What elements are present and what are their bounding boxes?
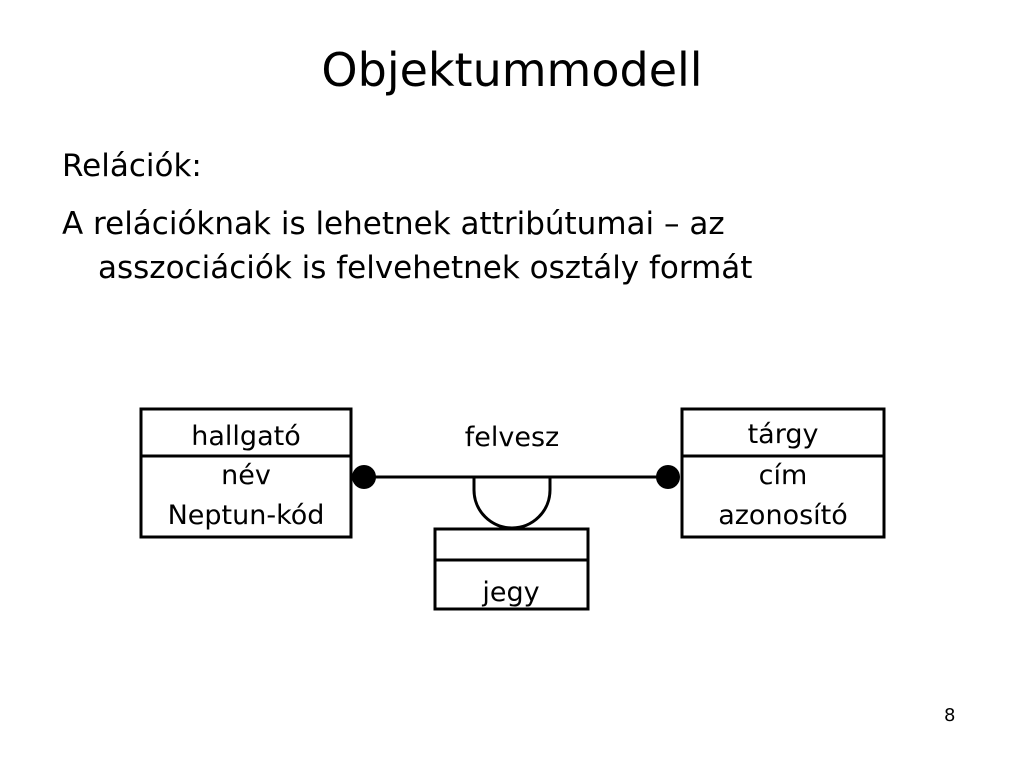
class-targy-attr-2: azonosító — [718, 500, 848, 531]
class-hallgato-box — [139, 407, 353, 539]
class-hallgato-attr-1: név — [221, 460, 271, 491]
association-class: jegy — [433, 527, 590, 611]
class-hallgato: hallgató név Neptun-kód — [139, 407, 353, 539]
class-hallgato-attr-2: Neptun-kód — [168, 500, 325, 531]
slide-title: Objektummodell — [321, 43, 703, 97]
body-line-1: A relációknak is lehetnek attribútumai –… — [62, 206, 725, 242]
body-line-2: asszociációk is felvehetnek osztály form… — [98, 250, 753, 286]
association-class-link — [472, 477, 552, 530]
multiplicity-dot-right — [656, 465, 680, 489]
multiplicity-dot-left — [352, 465, 376, 489]
class-targy-name: tárgy — [748, 419, 819, 450]
heading-relations: Relációk: — [62, 148, 202, 184]
class-targy-attr-1: cím — [759, 460, 808, 491]
page-number: 8 — [944, 705, 956, 726]
body-paragraph: A relációknak is lehetnek attribútumai –… — [62, 202, 752, 290]
class-targy-box — [680, 407, 886, 539]
class-targy: tárgy cím azonosító — [680, 407, 886, 539]
association-label: felvesz — [465, 422, 559, 453]
association-class-box — [433, 527, 590, 611]
class-hallgato-name: hallgató — [191, 421, 300, 452]
association-class-attr: jegy — [481, 577, 539, 608]
